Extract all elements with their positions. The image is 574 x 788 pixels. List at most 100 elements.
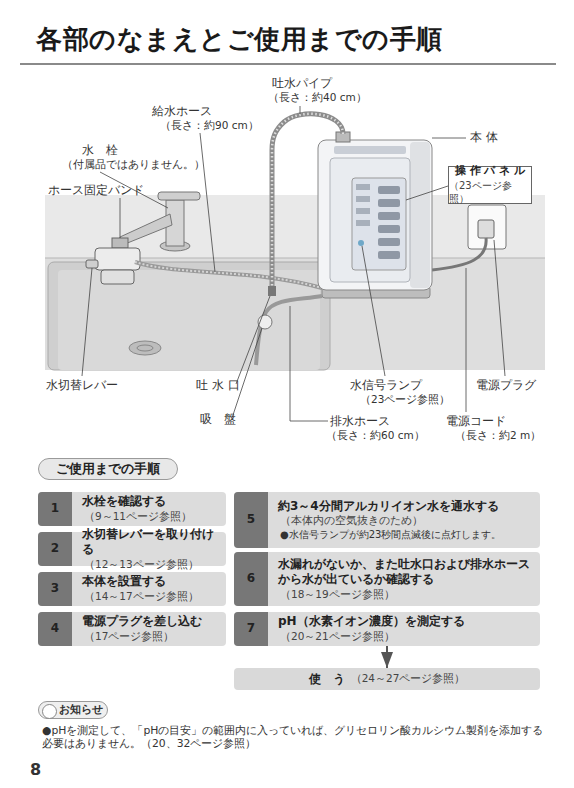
dimension: （長さ：約60 cm） — [326, 429, 425, 442]
title-rule — [20, 63, 556, 65]
supply-hose — [135, 262, 322, 288]
control-panel — [352, 178, 406, 270]
leader-line — [290, 306, 328, 421]
ionizer-body — [318, 140, 432, 298]
panel-button — [378, 212, 400, 220]
box-heading: 使 う — [309, 671, 345, 688]
dimension: （長さ：約90 cm） — [160, 119, 259, 132]
box-text: （9～11ページ参照） — [82, 510, 222, 524]
step-number: 1 — [38, 492, 72, 526]
leader-line — [120, 198, 121, 238]
panel-button — [378, 238, 400, 246]
hose-band — [112, 238, 128, 248]
leader-line — [494, 240, 505, 376]
sink-drain-inner — [137, 345, 153, 351]
faucet-handle — [158, 192, 200, 200]
step-box: pH（水素イオン濃度）を測定する（20～21ページ参照） 7 — [234, 612, 540, 646]
box-heading: 本体を設置する — [82, 574, 222, 590]
sink-drain — [129, 341, 161, 355]
part-name: ホース固定バンド — [48, 183, 144, 198]
part-name: 電源プラグ — [476, 378, 536, 393]
part-name: 水 栓 — [82, 143, 118, 158]
box-heading: 6 — [247, 571, 255, 587]
box-text: （18～19ページ参照） — [278, 588, 536, 602]
step-number: 4 — [38, 612, 72, 646]
box-text: （14～17ページ参照） — [82, 590, 222, 604]
diverter — [86, 248, 140, 284]
supply-hose-line — [135, 262, 322, 288]
step-box: 水漏れがないか、また吐水口および排水ホース から水が出ているか確認する（18～1… — [234, 552, 540, 606]
panel-indicator — [356, 196, 370, 202]
panel-indicator — [356, 208, 370, 214]
part-name: 吐 水 口 — [196, 378, 240, 393]
box-heading: お知らせ — [59, 703, 103, 717]
box-heading: 4 — [51, 621, 59, 637]
flow-arrow — [386, 646, 388, 668]
countertop — [45, 258, 545, 370]
callout-box: 操 作 パ ネ ル（23ページ参照） — [448, 166, 532, 204]
sink-rim — [48, 262, 330, 370]
body-logo-band — [334, 146, 406, 154]
leader-line — [82, 268, 92, 376]
box-heading: 1 — [51, 501, 59, 517]
box-heading: 水栓を確認する — [82, 494, 222, 510]
box-text: （23ページ参照） — [449, 179, 531, 206]
body-side — [410, 142, 430, 288]
part-name: 吐水パイプ — [272, 76, 332, 91]
part-name: 排水ホース — [330, 414, 390, 429]
box-text: ●水信号ランプが約23秒間点滅後に点灯します。 — [278, 528, 536, 541]
panel-button — [378, 186, 400, 194]
box-text: （20～21ページ参照） — [278, 630, 536, 644]
section-heading: ご使用までの手順 — [38, 458, 178, 480]
box-heading: ご使用までの手順 — [56, 460, 160, 478]
diverter-lever — [86, 260, 98, 268]
leader-lines — [82, 106, 505, 421]
leader-line — [200, 133, 215, 272]
box-heading: 水漏れがないか、また吐水口および排水ホース から水が出ているか確認する — [278, 557, 536, 588]
kitchen-scene — [45, 195, 545, 370]
page-number: 8 — [30, 760, 41, 780]
box-heading: 水切替レバーを取り付ける — [82, 527, 222, 558]
step-box: 水切替レバーを取り付ける（12～13ページ参照）2 — [38, 532, 226, 566]
step-number: 7 — [234, 612, 268, 646]
step-number: 5 — [234, 492, 268, 548]
panel-indicator — [356, 220, 370, 226]
box-heading: 3 — [51, 581, 59, 597]
box-heading: 7 — [247, 621, 255, 637]
body-front — [330, 158, 410, 282]
leader-line — [300, 106, 301, 114]
panel-button — [378, 199, 400, 207]
step-number: 2 — [38, 532, 72, 566]
box-text: （17ページ参照） — [82, 630, 222, 644]
part-name: 給水ホース — [152, 104, 212, 119]
step-box: 本体を設置する（14～17ページ参照） 3 — [38, 572, 226, 606]
panel-indicator — [356, 184, 370, 190]
dimension: （長さ：約2 m） — [455, 429, 541, 442]
diverter-outlet — [101, 270, 134, 284]
spout-pipe — [268, 114, 350, 296]
pipe-rib — [272, 114, 343, 288]
box-text: （本体内の空気抜きのため） — [278, 514, 536, 528]
box-heading: 操 作 パ ネ ル — [455, 164, 525, 179]
step-box: 約3～4分間アルカリイオン水を通水する（本体内の空気抜きのため）●水信号ランプが… — [234, 492, 540, 548]
part-name: 電源コード — [446, 414, 506, 429]
use-box: 使 う（24～27ページ参照） — [234, 668, 540, 690]
part-name: 水切替レバー — [46, 378, 118, 393]
panel-button — [378, 251, 400, 259]
step-number: 3 — [38, 572, 72, 606]
power — [432, 205, 506, 270]
supply-hose-rib — [135, 262, 322, 288]
notice-badge: お知らせ — [38, 701, 108, 719]
water-signal-lamp — [358, 240, 364, 246]
page-reference: （23ページ参照） — [360, 393, 450, 406]
part-name: 吸 盤 — [200, 412, 236, 427]
leader-line — [362, 246, 385, 376]
spout-tip — [268, 286, 276, 296]
step-box: 水栓を確認する（9～11ページ参照） 1 — [38, 492, 226, 526]
step-number: 6 — [234, 552, 268, 606]
leader-line — [466, 268, 467, 412]
leader-line — [232, 328, 262, 418]
box-heading: pH（水素イオン濃度）を測定する — [278, 614, 536, 630]
pipe-line — [272, 114, 343, 288]
